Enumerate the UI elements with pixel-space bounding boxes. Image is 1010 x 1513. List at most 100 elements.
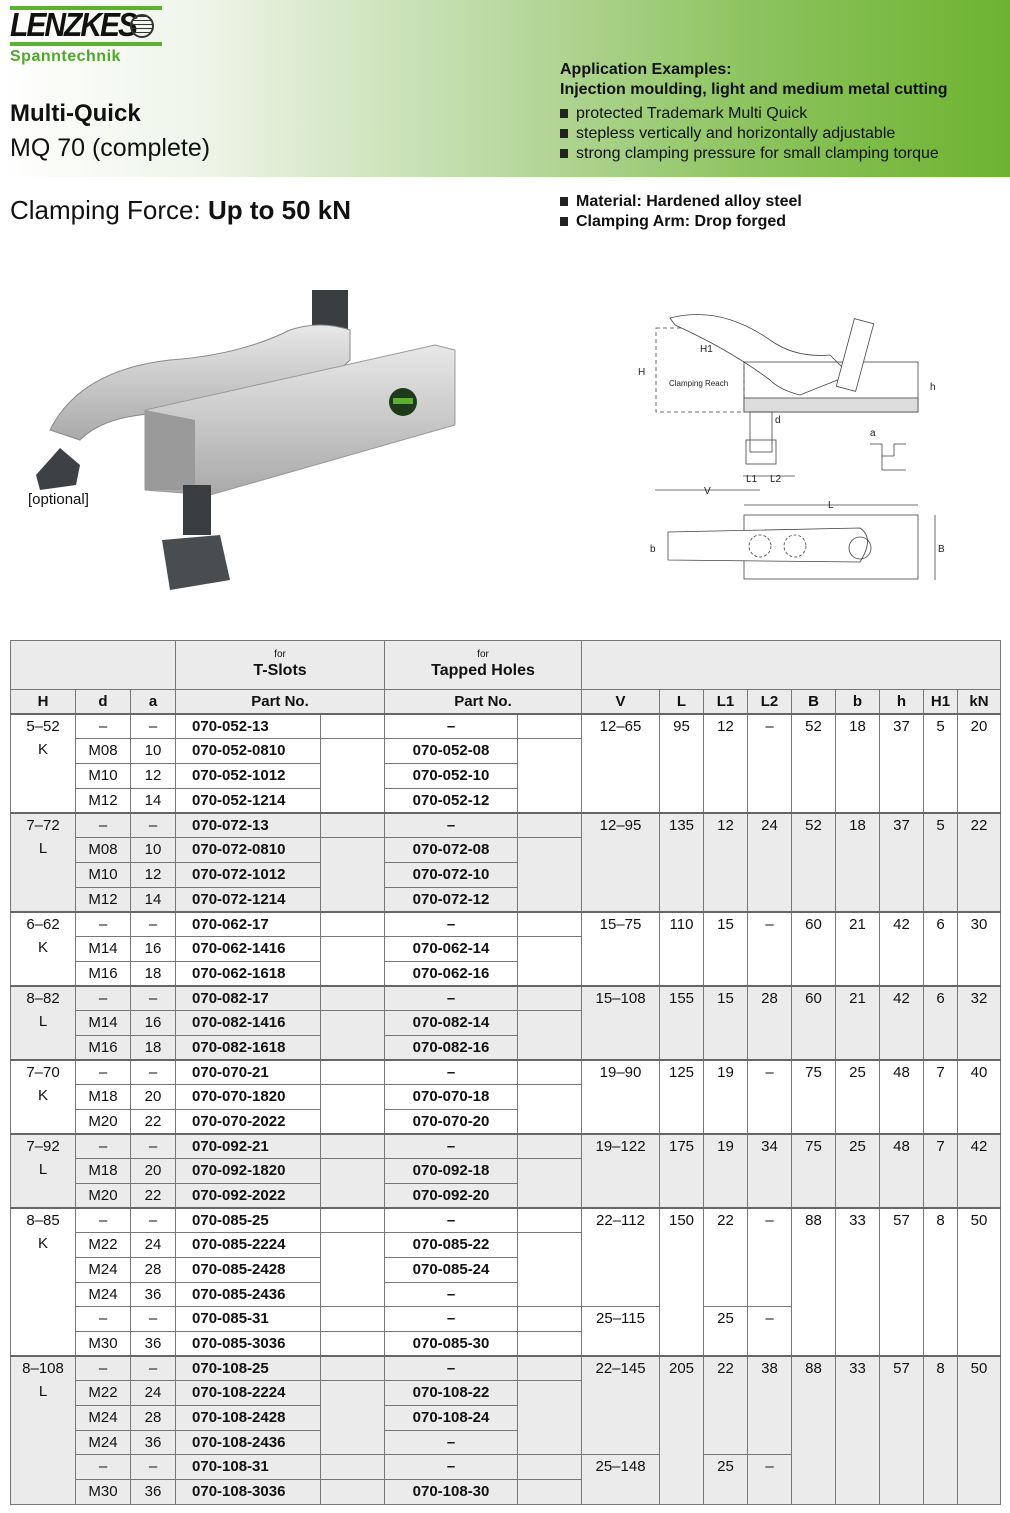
dim-h1: 6 <box>923 984 959 1061</box>
dim-h1: 8 <box>923 1206 959 1357</box>
tapped-part-no: 070-072-10 <box>384 861 519 888</box>
dim-b: 21 <box>835 910 881 987</box>
dim-l: 175 <box>659 1132 705 1209</box>
blank-cell <box>320 1330 386 1357</box>
dim-b: 75 <box>791 1132 837 1209</box>
thread-d: M10 <box>75 861 131 888</box>
dim-b: b <box>650 544 656 555</box>
dim-l1: 19 <box>703 1132 749 1209</box>
thread-d: M12 <box>75 787 131 814</box>
thread-d: M18 <box>75 1084 131 1110</box>
slot-a: 16 <box>129 1009 177 1036</box>
arm-type: K <box>37 1234 48 1252</box>
column-header: h <box>879 689 925 715</box>
thread-d: M18 <box>75 1158 131 1184</box>
slot-a: 16 <box>129 935 177 962</box>
feature-item: stepless vertically and horizontally adj… <box>560 124 948 144</box>
tapped-part-no: 070-092-18 <box>384 1158 519 1184</box>
dim-l: 135 <box>659 811 705 913</box>
blank-cell <box>320 1306 386 1332</box>
blank-cell <box>517 910 583 937</box>
tslot-part-no: 070-052-1012 <box>175 763 322 789</box>
blank-cell <box>517 1355 583 1382</box>
blank-cell <box>320 1158 386 1209</box>
thread-d: M22 <box>75 1232 131 1258</box>
header-banner <box>0 0 1010 177</box>
dim-l1: 22 <box>703 1355 749 1456</box>
tslot-part-no: 070-085-25 <box>175 1206 322 1234</box>
tapped-part-no: 070-052-08 <box>384 738 519 765</box>
column-header: H1 <box>923 689 959 715</box>
dim-b: 18 <box>835 811 881 913</box>
tapped-part-no: – <box>384 1132 519 1160</box>
tapped-part-no: 070-072-08 <box>384 837 519 863</box>
slot-a: 36 <box>129 1429 177 1456</box>
tslot-part-no: 070-085-3036 <box>175 1330 322 1357</box>
blank-cell <box>517 713 583 740</box>
dim-l2: 28 <box>747 984 793 1061</box>
dim-l1: 15 <box>703 910 749 987</box>
column-header: Part No. <box>384 689 583 715</box>
tapped-part-no: – <box>384 910 519 937</box>
tslot-part-no: 070-108-31 <box>175 1454 322 1480</box>
tslot-part-no: 070-108-2224 <box>175 1380 322 1406</box>
dim-h: h <box>930 382 936 393</box>
tslot-part-no: 070-070-21 <box>175 1058 322 1085</box>
dim-l1: 25 <box>703 1454 749 1505</box>
slot-a: – <box>129 1306 177 1332</box>
tslot-part-no: 070-072-1214 <box>175 886 322 913</box>
dim-V: V <box>704 486 711 497</box>
tslot-part-no: 070-092-21 <box>175 1132 322 1160</box>
slot-a: – <box>129 1058 177 1085</box>
dim-h: 57 <box>879 1206 925 1357</box>
blank-cell <box>517 1158 583 1209</box>
slot-a: 10 <box>129 738 177 765</box>
dim-l: 95 <box>659 713 705 814</box>
dim-d: d <box>775 415 781 426</box>
tapped-part-no: 070-062-16 <box>384 960 519 987</box>
arm-type: L <box>38 1012 48 1030</box>
blank-cell <box>517 811 583 839</box>
blank-cell <box>320 935 386 987</box>
slot-a: – <box>129 1454 177 1480</box>
dim-b: 33 <box>835 1206 881 1357</box>
thread-d: M30 <box>75 1330 131 1357</box>
tapped-part-no: 070-108-30 <box>384 1479 519 1505</box>
dim-h1: 7 <box>923 1132 959 1209</box>
material-item: Clamping Arm: Drop forged <box>560 212 802 232</box>
tapped-part-no: 070-052-10 <box>384 763 519 789</box>
blank-cell <box>320 1206 386 1234</box>
thread-d: – <box>75 1355 131 1382</box>
column-header: L2 <box>747 689 793 715</box>
feature-item: protected Trademark Multi Quick <box>560 104 948 124</box>
tslot-part-no: 070-082-1618 <box>175 1034 322 1061</box>
blank-cell <box>320 1132 386 1160</box>
tslot-part-no: 070-070-1820 <box>175 1084 322 1110</box>
thread-d: M10 <box>75 763 131 789</box>
thread-d: M22 <box>75 1380 131 1406</box>
blank-cell <box>517 1206 583 1234</box>
dim-a: a <box>870 428 876 439</box>
thread-d: M20 <box>75 1108 131 1135</box>
dim-l2: – <box>747 910 793 987</box>
slot-a: 18 <box>129 960 177 987</box>
tslot-part-no: 070-052-0810 <box>175 738 322 765</box>
slot-a: 22 <box>129 1108 177 1135</box>
thread-d: M16 <box>75 1034 131 1061</box>
tapped-part-no: – <box>384 1306 519 1332</box>
tapped-part-no: 070-085-22 <box>384 1232 519 1258</box>
tslot-part-no: 070-070-2022 <box>175 1108 322 1135</box>
thread-d: – <box>75 984 131 1011</box>
thread-d: M20 <box>75 1182 131 1209</box>
dim-l1: 15 <box>703 984 749 1061</box>
tapped-part-no: – <box>384 1355 519 1382</box>
tslot-part-no: 070-052-1214 <box>175 787 322 814</box>
